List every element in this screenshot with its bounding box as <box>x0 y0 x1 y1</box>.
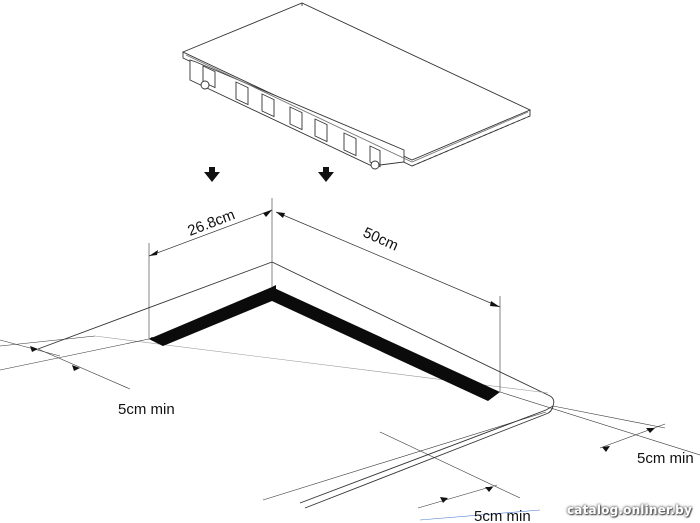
width-dimension-label: 26.8cm <box>185 206 237 240</box>
cooktop-illustration <box>181 2 532 170</box>
watermark: catalog.onliner.by <box>566 503 692 517</box>
cooktop-foot <box>370 160 380 170</box>
dimension-lines <box>0 198 700 521</box>
left-clearance-line <box>37 348 131 390</box>
cutout-outline <box>149 285 500 401</box>
front-clearance-label: 5cm min <box>474 508 531 523</box>
width-dimension-line <box>148 209 273 257</box>
dimension-arrowheads <box>30 210 655 503</box>
cooktop-foot <box>200 80 210 90</box>
right-clearance-line <box>599 423 666 449</box>
right-clearance-label: 5cm min <box>637 450 694 467</box>
insert-arrows <box>204 167 334 182</box>
front-clearance-line <box>417 484 498 509</box>
worktop-back-left-edge <box>37 261 273 350</box>
arrow-down-icon <box>204 167 220 182</box>
worktop-back-right-edge <box>271 261 549 396</box>
left-clearance-label: 5cm min <box>118 401 175 418</box>
cooktop-ribs <box>202 65 381 168</box>
worktop <box>37 261 555 509</box>
length-dimension-line <box>275 211 501 308</box>
arrow-down-icon <box>318 167 334 182</box>
